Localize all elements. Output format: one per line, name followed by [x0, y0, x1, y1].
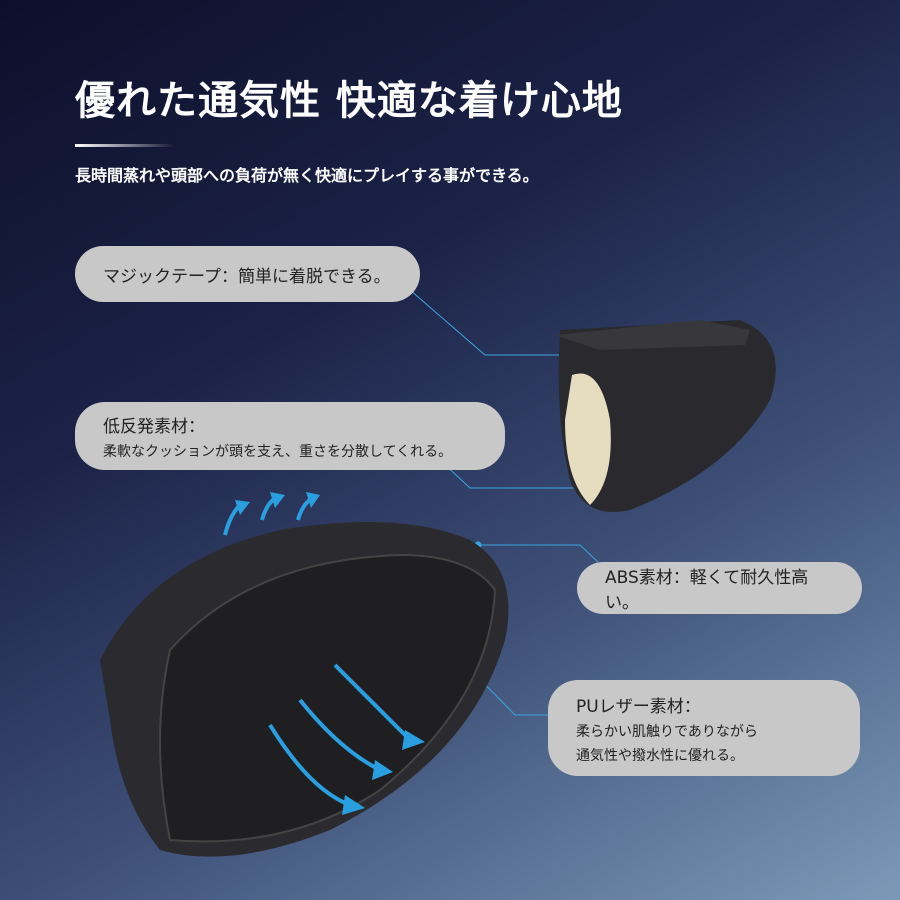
callout-heading: 低反発素材：: [103, 416, 205, 437]
callout-heading: PUレザー素材：: [576, 696, 701, 717]
callout-heading: ABS素材：軽くて耐久性高い。: [605, 568, 809, 613]
callout-heading: マジックテープ：簡単に着脱できる。: [103, 266, 391, 287]
callout-pu-leather: PUレザー素材： 柔らかい肌触りでありながら 通気性や撥水性に優れる。: [548, 680, 860, 776]
callout-abs: ABS素材：軽くて耐久性高い。: [577, 562, 862, 614]
callout-memory-foam: 低反発素材： 柔軟なクッションが頭を支え、重さを分散してくれる。: [75, 402, 505, 470]
callout-desc: 柔軟なクッションが頭を支え、重さを分散してくれる。: [103, 443, 453, 460]
title-underline: [75, 144, 175, 147]
subtitle: 長時間蒸れや頭部への負荷が無く快適にプレイする事ができる。: [75, 166, 539, 185]
page-title: 優れた通気性 快適な着け心地: [75, 77, 623, 124]
callout-desc-1: 柔らかい肌触りでありながら: [576, 723, 758, 740]
callout-desc-2: 通気性や撥水性に優れる。: [576, 747, 744, 764]
callout-velcro: マジックテープ：簡単に着脱できる。: [75, 246, 420, 302]
small-pad-cutaway: [555, 320, 776, 512]
large-pad: [100, 522, 509, 857]
